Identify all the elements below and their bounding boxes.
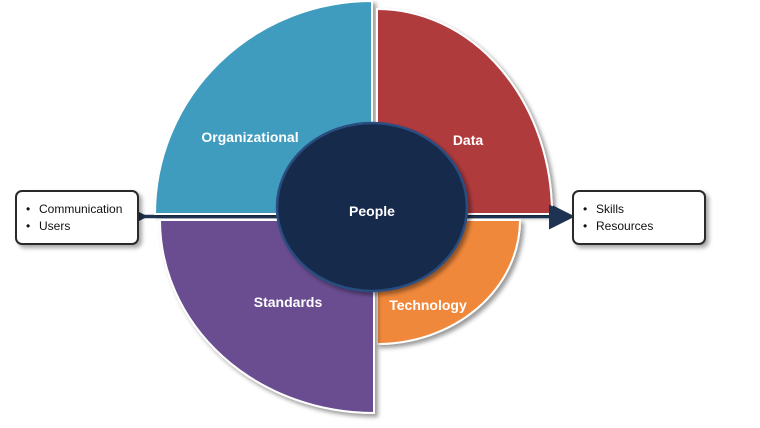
label-standards: Standards bbox=[254, 294, 323, 310]
left-callout-box: Communication Users bbox=[15, 190, 139, 245]
left-callout-list: Communication Users bbox=[17, 192, 137, 235]
list-item-resources: Resources bbox=[583, 218, 704, 235]
label-people: People bbox=[349, 203, 395, 219]
label-technology: Technology bbox=[389, 297, 467, 313]
right-callout-box: Skills Resources bbox=[572, 190, 706, 245]
label-data: Data bbox=[453, 132, 484, 148]
center-people bbox=[275, 121, 469, 293]
label-organizational: Organizational bbox=[201, 129, 298, 145]
list-item-users: Users bbox=[26, 218, 137, 235]
list-item-communication: Communication bbox=[26, 201, 137, 218]
right-callout-list: Skills Resources bbox=[574, 192, 704, 235]
list-item-skills: Skills bbox=[583, 201, 704, 218]
